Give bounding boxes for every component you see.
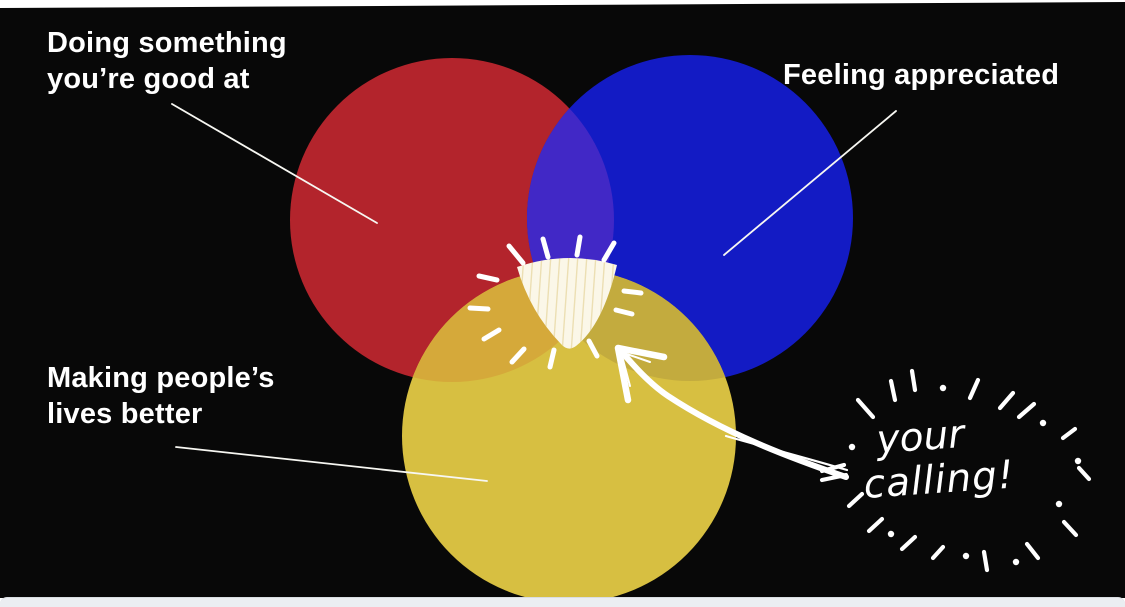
callout-ray-dot — [1074, 457, 1082, 465]
callout-ray-dot — [939, 384, 947, 392]
callout-ray-dot — [962, 552, 970, 560]
spark-dash — [467, 305, 491, 312]
callout-ray-dash — [855, 397, 876, 420]
overlap-red-yellow — [402, 269, 614, 382]
spark-dash — [540, 236, 551, 260]
callout-ray-dash — [819, 472, 849, 483]
spark-dash — [506, 243, 526, 266]
callout-ray-dash — [1061, 519, 1079, 538]
callout-ray-dash — [899, 534, 918, 552]
spark-dash — [574, 234, 583, 258]
annotation-arrow-head — [614, 344, 668, 404]
callout-ray-dot — [1039, 419, 1047, 427]
label-feeling-appreciated: Feeling appreciated — [783, 59, 1060, 91]
label-doing-something: Doing something you’re good at — [47, 27, 287, 95]
callout-ray-dash — [846, 491, 865, 509]
spark-dash — [481, 327, 502, 342]
callout-ray-dot — [887, 530, 895, 538]
label-pointer-line — [723, 110, 897, 256]
callout-ray-dash — [981, 549, 990, 573]
callout-ray-dash — [1076, 465, 1092, 482]
callout-ray-dash — [819, 462, 847, 474]
spark-dash — [586, 338, 600, 359]
spark-dash — [601, 240, 617, 263]
page-edge-bar — [0, 597, 1125, 607]
your-calling-callout: your calling! — [853, 406, 1074, 509]
callout-ray-dash — [1060, 426, 1078, 441]
center-spark-triangle — [517, 257, 617, 349]
spark-dash — [476, 273, 500, 283]
callout-ray-dot — [1055, 500, 1063, 508]
callout-ray-dash — [930, 544, 946, 561]
callout-ray-dash — [866, 516, 885, 534]
label-pointer-line — [171, 103, 378, 224]
spark-dash — [509, 346, 527, 365]
callout-ray-dot — [1012, 558, 1020, 566]
callout-ray-dash — [967, 377, 981, 401]
spark-dash — [621, 288, 644, 296]
callout-ray-dash — [888, 378, 898, 403]
spark-dash — [613, 307, 635, 317]
callout-ray-dash — [1016, 401, 1037, 420]
annotation-arrow-head-sketch — [620, 351, 651, 387]
annotation-arrow-tail-sketch — [724, 434, 849, 472]
label-pointer-line — [175, 446, 488, 482]
callout-ray-dot — [848, 443, 856, 451]
spark-dash — [547, 347, 557, 370]
callout-ray-dash — [997, 390, 1016, 411]
callout-ray-dash — [909, 368, 918, 393]
label-making-lives-better: Making people’s lives better — [47, 362, 275, 430]
annotation-arrow-tail — [618, 348, 849, 480]
callout-ray-dash — [1024, 541, 1041, 561]
